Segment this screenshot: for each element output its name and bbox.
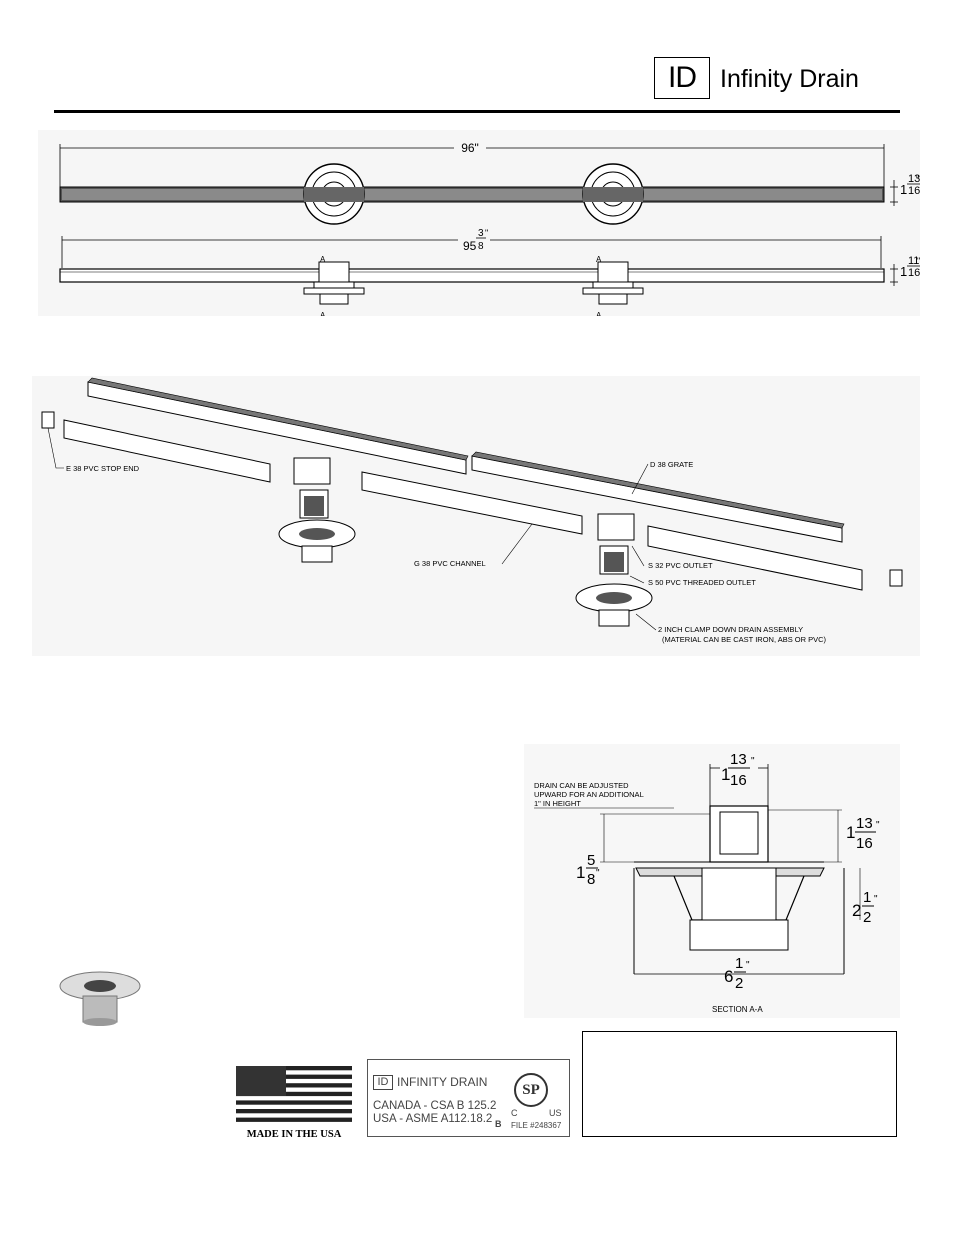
outlet-plan-2	[582, 163, 644, 225]
label-grate: D 38 GRATE	[650, 460, 693, 469]
top-width-num: 13	[730, 751, 747, 768]
top-height-num: 13	[908, 173, 920, 185]
base-width-unit: "	[746, 960, 750, 971]
right-height-num: 13	[856, 815, 873, 832]
cert-brand: INFINITY DRAIN	[397, 1075, 488, 1089]
side-height-den: 16	[908, 267, 920, 279]
section-note-1: DRAIN CAN BE ADJUSTED	[534, 781, 629, 790]
csa-us: US	[549, 1108, 562, 1118]
brand-logo: ID Infinity Drain	[654, 57, 898, 101]
section-marker-bottom-1: A	[320, 311, 326, 316]
csa-c: C	[511, 1108, 518, 1118]
side-height-whole: 1	[900, 264, 907, 279]
certification-badge: ID INFINITY DRAIN CANADA - CSA B 125.2 U…	[367, 1059, 570, 1137]
notes-box	[582, 1031, 897, 1137]
body-height-whole: 2	[852, 901, 861, 920]
brand-name: Infinity Drain	[720, 65, 859, 93]
left-height-den: 8	[587, 871, 595, 888]
plan-and-side-drawing: 96" 1 13 16 " 95 3 8 " A A	[38, 130, 920, 316]
made-in-usa-badge: MADE IN THE USA	[236, 1066, 352, 1140]
channel-length-whole: 95	[463, 239, 477, 253]
base-width-num: 1	[735, 955, 743, 972]
cert-file: FILE #248367	[511, 1121, 562, 1130]
top-height-whole: 1	[900, 182, 907, 197]
channel-length-den: 8	[478, 241, 484, 252]
cert-canada: CANADA - CSA B 125.2	[373, 1100, 497, 1112]
logo-mark: ID	[654, 57, 710, 99]
cert-logo-mark: ID	[373, 1075, 393, 1090]
overall-length-dim: 96"	[461, 141, 479, 155]
cert-usa: USA - ASME A112.18.2	[373, 1113, 493, 1125]
label-stop-end: E 38 PVC STOP END	[66, 464, 140, 473]
base-width-whole: 6	[724, 967, 733, 986]
left-height-unit: "	[596, 868, 600, 879]
channel-length-unit: "	[485, 228, 488, 238]
label-threaded-outlet: S 50 PVC THREADED OUTLET	[648, 578, 756, 587]
header-divider	[54, 110, 900, 113]
right-height-den: 16	[856, 835, 873, 852]
section-marker-bottom-2: A	[596, 311, 602, 316]
left-height-num: 5	[587, 852, 595, 869]
section-a-a-drawing: DRAIN CAN BE ADJUSTED UPWARD FOR AN ADDI…	[524, 744, 900, 1018]
top-width-den: 16	[730, 772, 747, 789]
channel-length-num: 3	[478, 228, 484, 239]
csa-mark-icon: SP	[514, 1073, 548, 1107]
drain-assembly-photo	[59, 971, 141, 1026]
left-height-whole: 1	[576, 863, 585, 882]
section-caption: SECTION A-A	[712, 1005, 763, 1014]
label-drain-assembly-2: (MATERIAL CAN BE CAST IRON, ABS OR PVC)	[662, 635, 827, 644]
top-height-den: 16	[908, 185, 920, 197]
section-note-2: UPWARD FOR AN ADDITIONAL	[534, 790, 644, 799]
top-height-unit: "	[916, 174, 919, 184]
outlet-side-1: A A	[303, 255, 365, 316]
cert-class-mark: B	[495, 1119, 502, 1129]
section-marker-top-2: A	[596, 255, 602, 264]
made-in-usa-text: MADE IN THE USA	[247, 1129, 342, 1140]
outlet-side-2: A A	[582, 255, 644, 316]
section-note-3: 1" IN HEIGHT	[534, 799, 581, 808]
body-height-unit: "	[874, 894, 878, 905]
right-height-whole: 1	[846, 823, 855, 842]
label-drain-assembly-1: 2 INCH CLAMP DOWN DRAIN ASSEMBLY	[658, 625, 803, 634]
label-channel: G 38 PVC CHANNEL	[414, 559, 486, 568]
label-outlet: S 32 PVC OUTLET	[648, 561, 713, 570]
base-width-den: 2	[735, 975, 743, 992]
side-height-num: 11	[908, 255, 919, 267]
top-width-whole: 1	[721, 765, 730, 784]
section-marker-top-1: A	[320, 255, 326, 264]
exploded-assembly-drawing: E 38 PVC STOP END D 38 GRATE G 38 PVC CH…	[32, 376, 920, 656]
right-height-unit: "	[876, 820, 880, 831]
side-height-unit: "	[917, 256, 920, 266]
usa-flag-icon	[236, 1066, 352, 1122]
body-height-den: 2	[863, 909, 871, 926]
outlet-plan-1	[303, 163, 365, 225]
top-width-unit: "	[751, 756, 755, 767]
body-height-num: 1	[863, 889, 871, 906]
